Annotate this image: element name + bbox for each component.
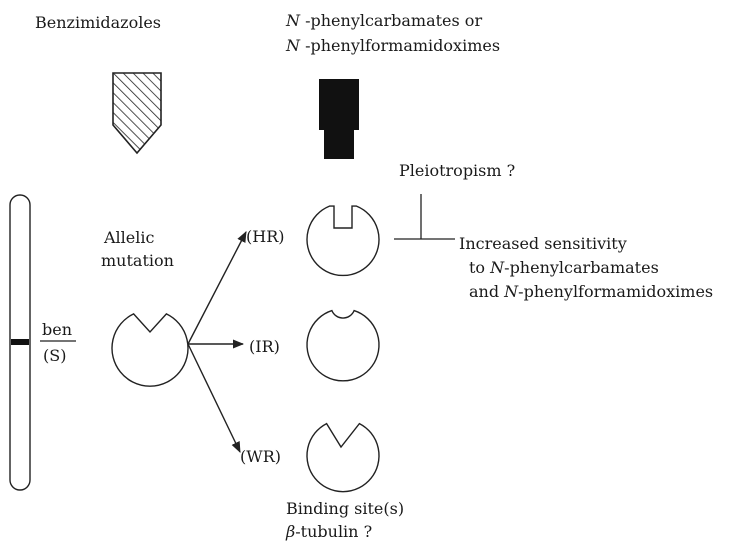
allelic-label: Allelic bbox=[103, 228, 154, 247]
hr-protein-shape bbox=[307, 206, 379, 275]
wr-protein-shape bbox=[307, 424, 379, 492]
benzimidazole-molecule-icon bbox=[113, 73, 161, 153]
sensitivity-line1: Increased sensitivity bbox=[459, 234, 627, 253]
mutation-label: mutation bbox=[101, 251, 174, 270]
ben-locus-band bbox=[11, 339, 29, 345]
ir-label: (IR) bbox=[249, 337, 280, 356]
n-phenylformamidoximes-label: N -phenylformamidoximes bbox=[285, 36, 500, 55]
pleiotropism-label: Pleiotropism ? bbox=[399, 161, 515, 180]
locus-ben-label: ben bbox=[42, 320, 72, 339]
ir-protein-shape bbox=[307, 311, 379, 381]
sensitivity-line3: and N-phenylformamidoximes bbox=[469, 282, 713, 301]
binding-site-label: Binding site(s) bbox=[286, 499, 404, 518]
benzimidazoles-label: Benzimidazoles bbox=[35, 13, 161, 32]
wr-label: (WR) bbox=[240, 447, 281, 466]
sensitive-protein-shape bbox=[112, 314, 188, 386]
locus-s-label: (S) bbox=[43, 346, 66, 365]
arrow-to-wr bbox=[188, 344, 240, 452]
hr-label: (HR) bbox=[246, 227, 284, 246]
arrow-to-hr bbox=[188, 232, 246, 344]
sensitivity-line2: to N-phenylcarbamates bbox=[469, 258, 659, 277]
n-phenylcarbamate-molecule-icon bbox=[319, 79, 359, 159]
beta-tubulin-label: β-tubulin ? bbox=[285, 522, 372, 541]
n-phenylcarbamates-label: N -phenylcarbamates or bbox=[285, 11, 482, 30]
